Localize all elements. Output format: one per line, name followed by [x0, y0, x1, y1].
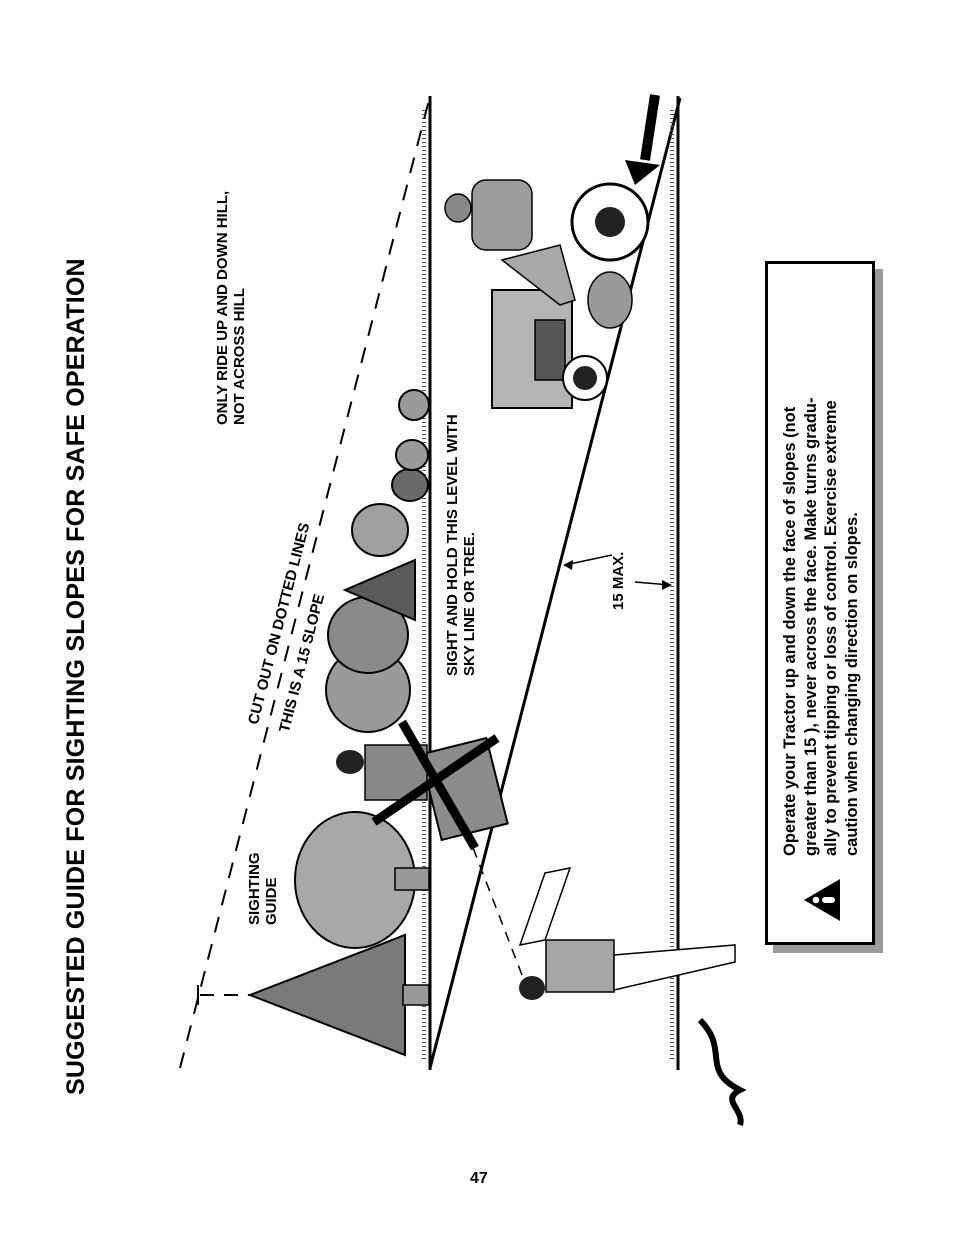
person-head-icon	[519, 976, 545, 1000]
angle-arrowhead	[563, 560, 573, 570]
sight-instruction-line-1: SIGHT AND HOLD THIS LEVEL WITH	[444, 414, 461, 676]
person-legs	[613, 944, 736, 991]
front-wheel-hub	[573, 366, 597, 390]
warning-text: Operate your Tractor up and down the fac…	[780, 398, 862, 857]
sighting-guide-label: SIGHTING GUIDE	[246, 852, 280, 925]
warning-line-1: Operate your Tractor up and down the fac…	[781, 406, 799, 856]
direction-arrow-shaft	[640, 94, 660, 161]
dashed-eye-line	[469, 839, 523, 976]
cross-out-icon	[371, 734, 500, 826]
warning-line-2: greater than 15 ), never across the face…	[801, 397, 820, 857]
warning-box: Operate your Tractor up and down the fac…	[765, 261, 875, 945]
tractor-across-hill-icon	[419, 736, 509, 842]
page-title-text: SUGGESTED GUIDE FOR SIGHTING SLOPES FOR …	[62, 258, 90, 1095]
sight-instruction-label: SIGHT AND HOLD THIS LEVEL WITH SKY LINE …	[444, 414, 478, 676]
sighting-guide-line-2: GUIDE	[263, 877, 280, 925]
slope-line	[428, 97, 682, 1069]
sighting-guide-line-1: SIGHTING	[246, 852, 263, 925]
pine-trunk	[402, 984, 430, 1006]
ride-instruction-label: ONLY RIDE UP AND DOWN HILL, NOT ACROSS H…	[214, 191, 248, 425]
background-pine-icon	[342, 558, 416, 622]
rider-head-icon	[444, 193, 472, 223]
angle-arrowhead	[662, 580, 672, 590]
rider-legs	[500, 244, 576, 306]
max-slope-label-text: 15 MAX.	[610, 551, 627, 610]
person-body	[545, 939, 615, 993]
warning-line-4: caution when changing direction on slope…	[842, 512, 861, 856]
tractor-deck	[587, 271, 633, 329]
rider-body	[471, 179, 533, 251]
page-title: SUGGESTED GUIDE FOR SIGHTING SLOPES FOR …	[62, 258, 91, 1095]
background-tree-icon	[351, 503, 409, 557]
sight-instruction-line-2: SKY LINE OR TREE.	[461, 532, 478, 676]
grass-tuft-icon	[697, 1017, 747, 1126]
angle-arrow-up	[564, 554, 613, 566]
driver-head-icon	[336, 750, 364, 774]
max-slope-label: 15 MAX.	[610, 552, 627, 610]
background-tree-icon	[391, 468, 429, 502]
tractor-grille	[534, 319, 566, 381]
background-tree-icon	[398, 389, 430, 421]
warning-line-3: ally to prevent tipping or loss of contr…	[822, 400, 840, 856]
direction-arrow-icon	[625, 160, 660, 185]
pine-tree-icon	[247, 933, 406, 1057]
ride-instruction-line-1: ONLY RIDE UP AND DOWN HILL,	[214, 190, 231, 425]
page-number: 47	[470, 1170, 488, 1187]
background-tree-icon	[395, 439, 429, 471]
warning-exclamation-icon	[804, 879, 840, 921]
rear-wheel-hub	[595, 207, 625, 237]
sighting-card-icon	[518, 867, 572, 946]
round-tree-trunk	[394, 867, 430, 891]
ride-instruction-line-2: NOT ACROSS HILL	[231, 288, 248, 425]
cross-out-icon	[398, 719, 479, 851]
